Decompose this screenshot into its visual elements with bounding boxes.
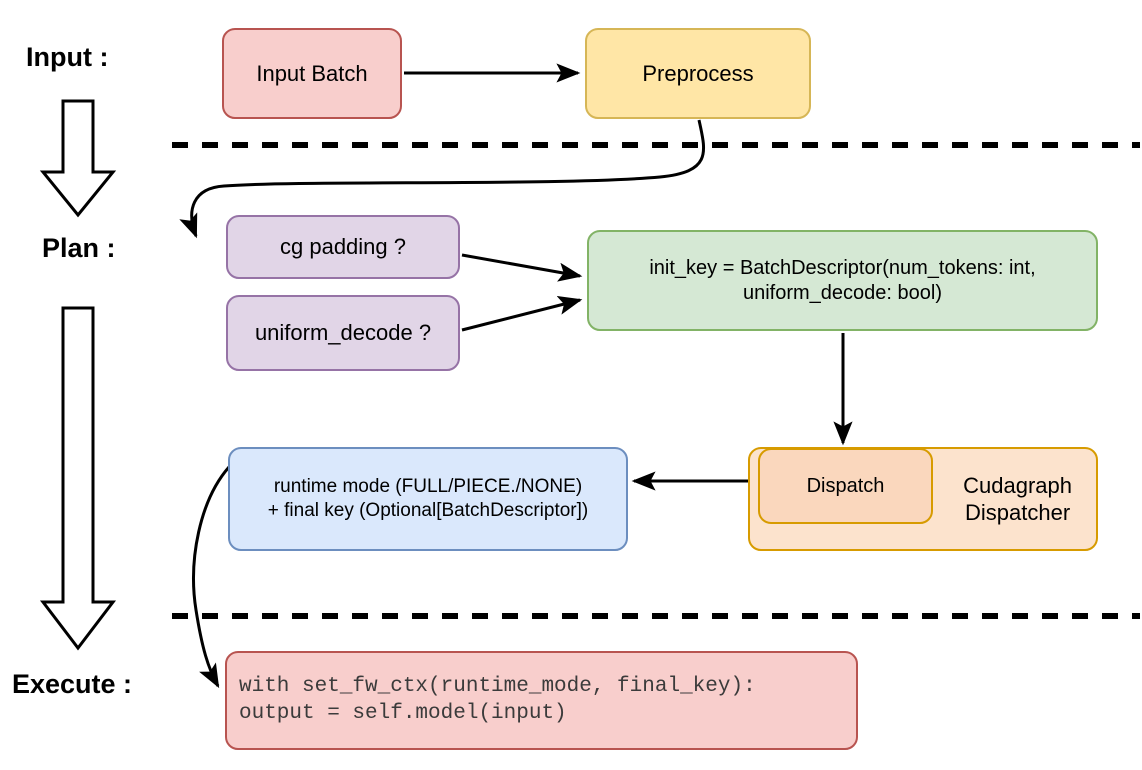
edge-uniform-decode-to-init-key — [461, 296, 583, 332]
node-preprocess[interactable]: Preprocess — [585, 28, 811, 119]
node-code-block-text: with set_fw_ctx(runtime_mode, final_key)… — [239, 675, 756, 725]
node-preprocess-label: Preprocess — [642, 60, 754, 86]
node-input-batch-label: Input Batch — [256, 60, 368, 86]
stage-label-execute: Execute : — [12, 669, 133, 699]
node-dispatch[interactable]: Dispatch — [758, 448, 933, 524]
node-dispatch-label: Dispatch — [806, 474, 885, 497]
flow-arrow-plan-to-execute — [39, 306, 117, 651]
node-cg-padding[interactable]: cg padding ? — [226, 215, 460, 279]
edge-cg-padding-to-init-key — [461, 253, 583, 282]
node-runtime-mode[interactable]: runtime mode (FULL/PIECE./NONE) + final … — [228, 447, 628, 551]
node-init-key-label: init_key = BatchDescriptor(num_tokens: i… — [649, 256, 1036, 304]
stage-label-plan: Plan : — [42, 233, 116, 263]
node-uniform-decode-label: uniform_decode ? — [254, 320, 432, 346]
node-input-batch[interactable]: Input Batch — [222, 28, 402, 119]
flow-arrow-input-to-plan — [39, 99, 117, 218]
node-cg-padding-label: cg padding ? — [280, 234, 406, 260]
node-code-block[interactable]: with set_fw_ctx(runtime_mode, final_key)… — [225, 651, 858, 750]
edge-runtime-mode-to-code — [192, 466, 231, 689]
node-uniform-decode[interactable]: uniform_decode ? — [226, 295, 460, 371]
node-init-key[interactable]: init_key = BatchDescriptor(num_tokens: i… — [587, 230, 1098, 331]
node-cudagraph-dispatcher-label: Cudagraph Dispatcher — [963, 472, 1072, 526]
stage-label-input: Input : — [26, 42, 109, 72]
node-runtime-mode-label: runtime mode (FULL/PIECE./NONE) + final … — [267, 476, 589, 521]
